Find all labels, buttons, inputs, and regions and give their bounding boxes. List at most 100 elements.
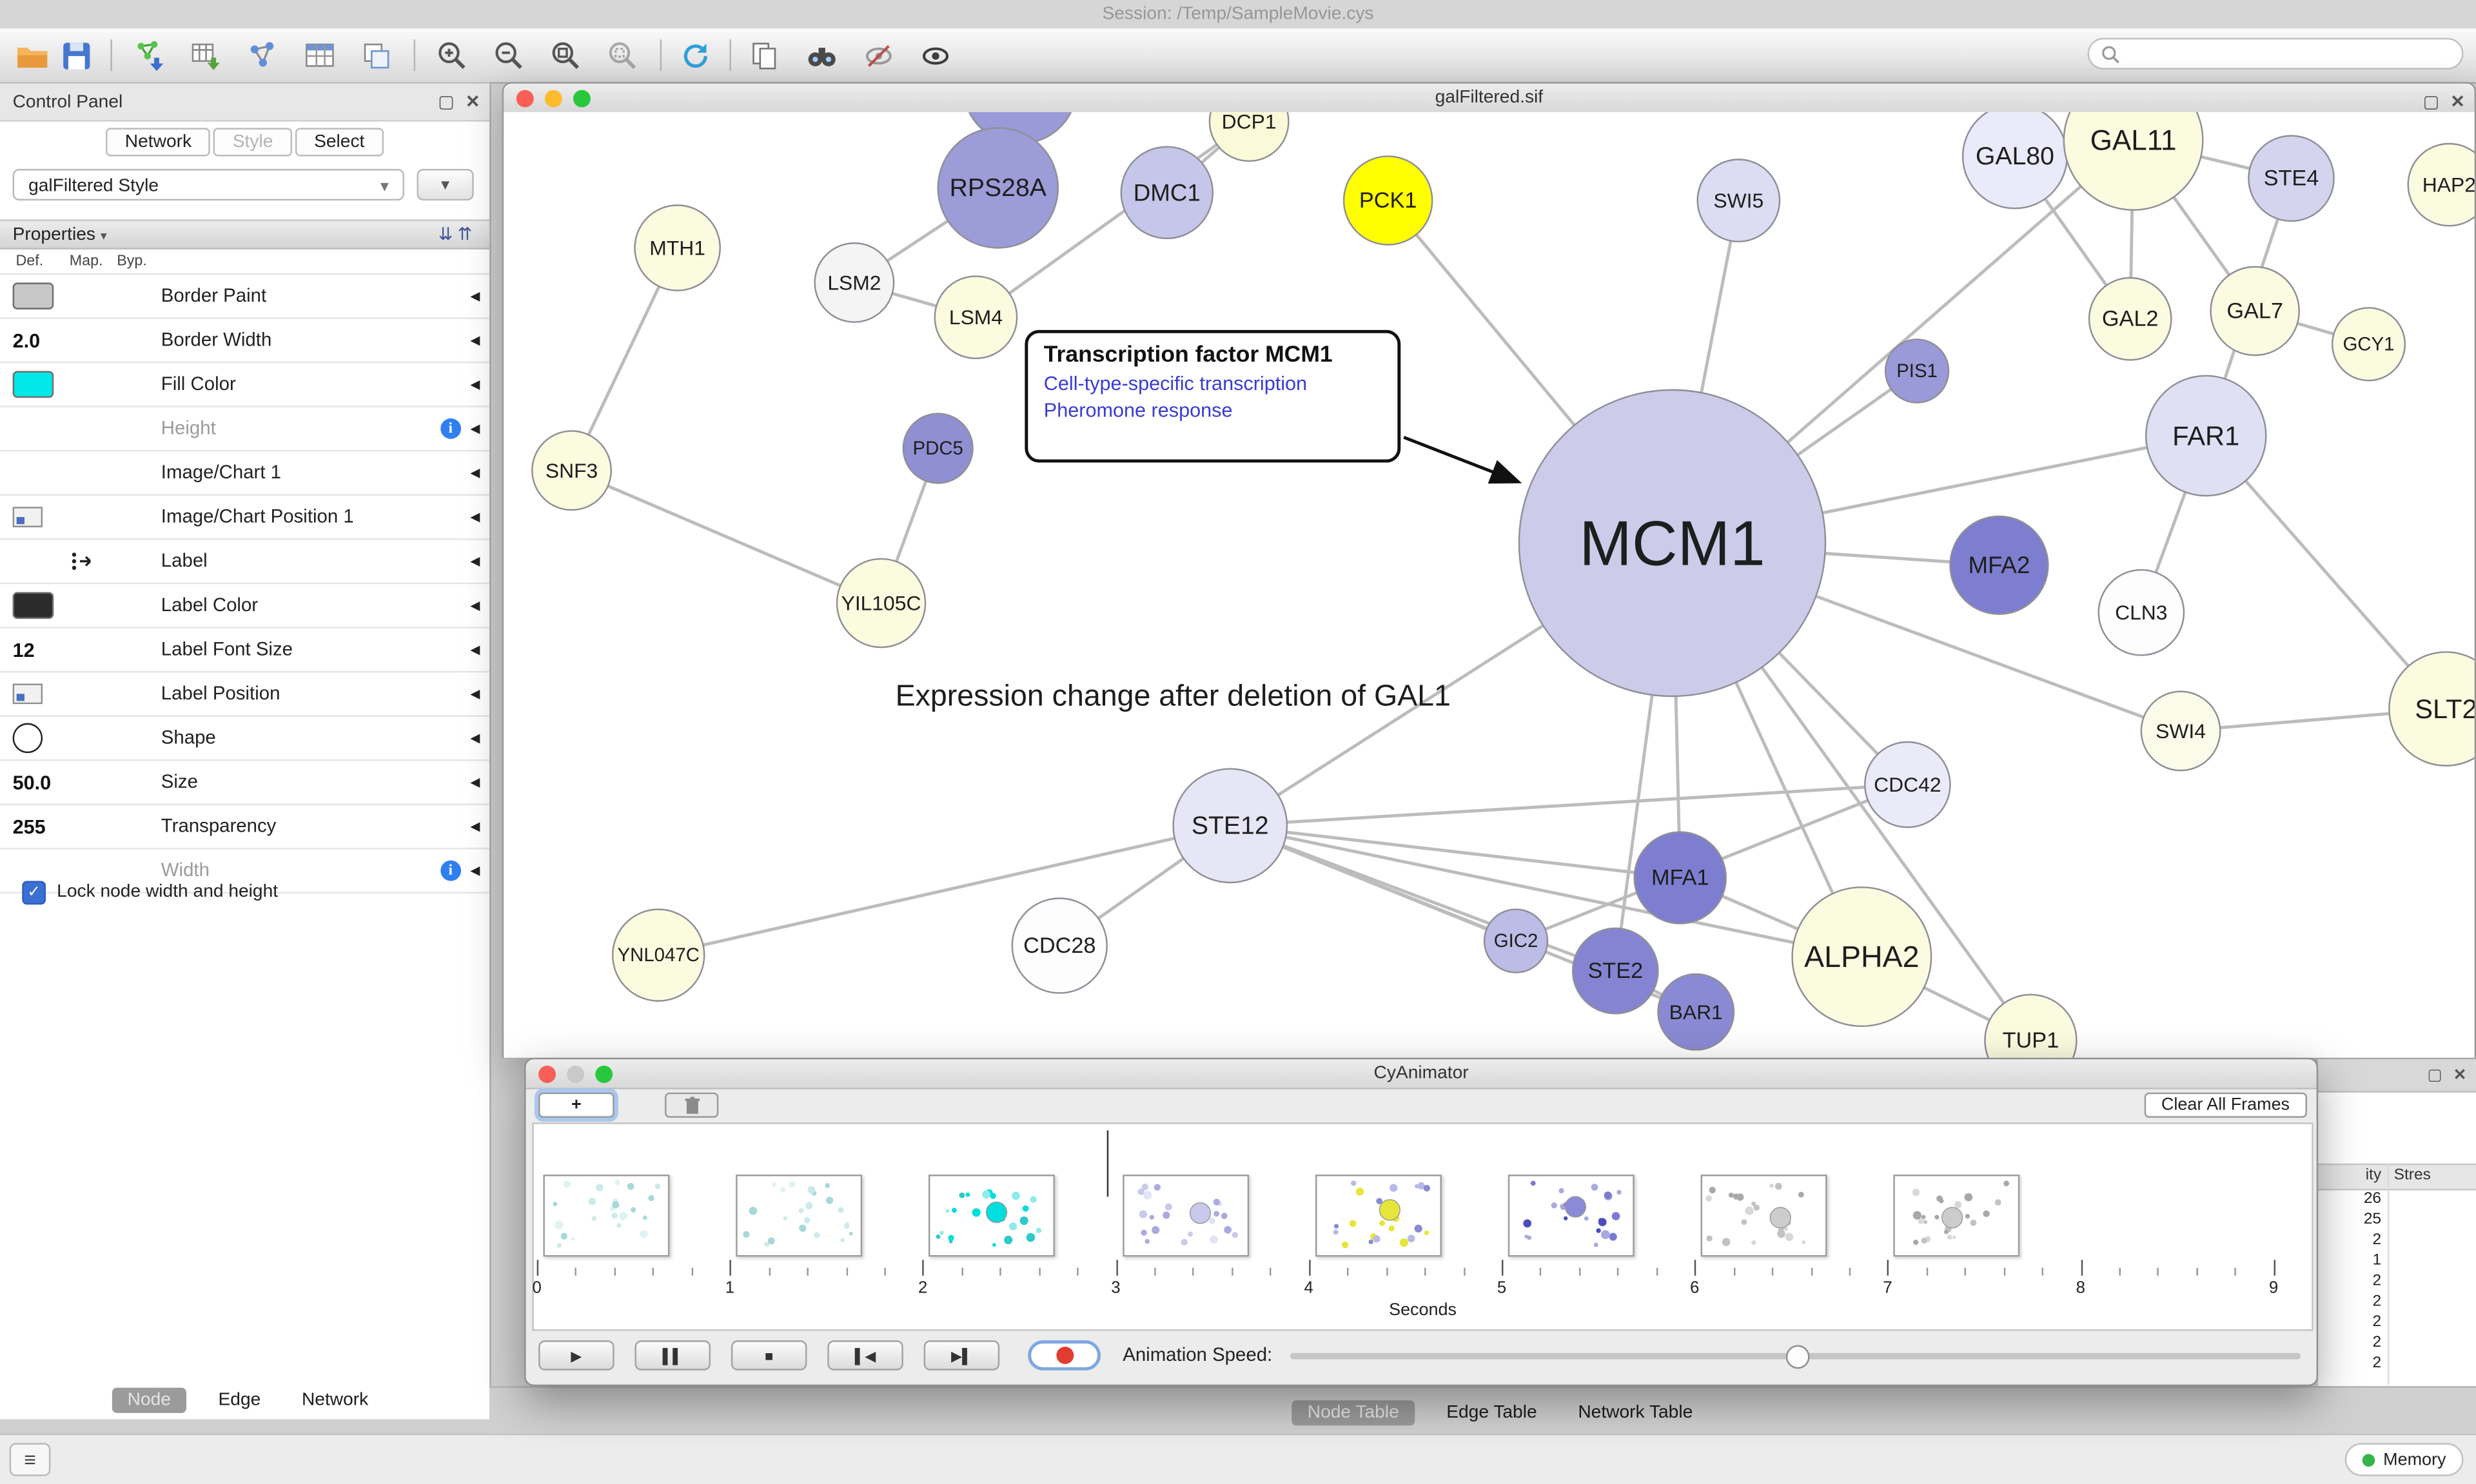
- expand-row-icon[interactable]: ◀: [470, 730, 480, 745]
- expand-row-icon[interactable]: ◀: [470, 333, 480, 347]
- expand-row-icon[interactable]: ◀: [470, 510, 480, 525]
- style-options-button[interactable]: ▼: [417, 169, 474, 201]
- network-node[interactable]: [1884, 338, 1950, 404]
- network-node[interactable]: [2248, 135, 2335, 222]
- table-cell-value[interactable]: 2: [2372, 1293, 2382, 1311]
- close-window-icon[interactable]: [516, 90, 534, 108]
- tab-edge[interactable]: Edge: [218, 1391, 261, 1410]
- table-cell-value[interactable]: 2: [2372, 1272, 2382, 1290]
- zoom-fit-icon[interactable]: [546, 36, 584, 74]
- refresh-icon[interactable]: [676, 36, 714, 74]
- expand-row-icon[interactable]: ◀: [470, 377, 480, 392]
- property-row[interactable]: Border Paint◀: [0, 275, 490, 319]
- frame-thumbnail[interactable]: [1701, 1175, 1827, 1257]
- network-node[interactable]: [836, 558, 927, 649]
- mapping-cell[interactable]: [70, 584, 111, 627]
- table-cell-value[interactable]: 26: [2363, 1190, 2382, 1208]
- tab-network-style[interactable]: Network: [301, 1391, 369, 1410]
- frame-thumbnail[interactable]: [736, 1175, 863, 1257]
- property-row[interactable]: Fill Color◀: [0, 363, 490, 407]
- network-node[interactable]: [937, 127, 1059, 249]
- mapping-cell[interactable]: [70, 319, 111, 362]
- network-node[interactable]: [2063, 112, 2204, 211]
- pause-button[interactable]: ▌▌: [634, 1340, 711, 1371]
- zoom-out-icon[interactable]: [489, 36, 527, 74]
- network-edge[interactable]: [658, 824, 1231, 957]
- new-network-icon[interactable]: [243, 36, 281, 74]
- frame-thumbnail[interactable]: [1122, 1175, 1249, 1257]
- expand-row-icon[interactable]: ◀: [470, 863, 480, 878]
- expand-row-icon[interactable]: ◀: [470, 598, 480, 613]
- network-edge[interactable]: [1230, 824, 1680, 880]
- mapping-cell[interactable]: [70, 496, 111, 538]
- table-cell-value[interactable]: 1: [2372, 1252, 2382, 1269]
- network-node[interactable]: [2331, 307, 2406, 382]
- expand-all-icon[interactable]: ⇈: [457, 226, 477, 245]
- default-value-cell[interactable]: 2.0: [12, 329, 41, 351]
- network-node[interactable]: [634, 204, 721, 291]
- network-node[interactable]: [1011, 897, 1108, 994]
- mapping-cell[interactable]: [70, 540, 111, 583]
- network-node[interactable]: [1483, 908, 1549, 973]
- network-node[interactable]: [2407, 142, 2475, 227]
- network-window-titlebar[interactable]: galFiltered.sif ▢✕: [504, 83, 2475, 114]
- default-value-cell[interactable]: [12, 672, 60, 715]
- expand-row-icon[interactable]: ◀: [470, 289, 480, 304]
- property-row[interactable]: Image/Chart 1◀: [0, 451, 490, 496]
- style-dropdown[interactable]: galFiltered Style▼: [12, 169, 404, 201]
- network-node[interactable]: [814, 242, 895, 323]
- frame-thumbnail[interactable]: [928, 1175, 1056, 1257]
- property-row[interactable]: Label Position◀: [0, 672, 490, 717]
- network-edge[interactable]: [1230, 783, 1908, 828]
- minimize-window-icon[interactable]: [544, 90, 562, 108]
- default-value-cell[interactable]: [12, 363, 60, 405]
- network-node[interactable]: [902, 413, 974, 484]
- float-panel-icon[interactable]: ▢: [438, 93, 455, 112]
- open-session-icon[interactable]: [13, 36, 51, 74]
- network-node[interactable]: [531, 430, 612, 511]
- property-row[interactable]: Label◀: [0, 540, 490, 585]
- previous-frame-button[interactable]: ▌◀: [827, 1340, 903, 1371]
- save-session-icon[interactable]: [57, 36, 95, 74]
- network-node[interactable]: [2098, 569, 2185, 656]
- import-table-file-icon[interactable]: [186, 36, 224, 74]
- mapping-cell[interactable]: [70, 451, 111, 494]
- frame-thumbnail[interactable]: [543, 1175, 670, 1257]
- network-node[interactable]: [2145, 375, 2267, 497]
- default-value-cell[interactable]: [13, 407, 60, 450]
- first-neighbors-icon[interactable]: [802, 36, 840, 74]
- tab-network-table[interactable]: Network Table: [1578, 1403, 1693, 1423]
- network-node[interactable]: [2388, 651, 2475, 766]
- table-cell-value[interactable]: 25: [2363, 1211, 2382, 1229]
- info-icon[interactable]: i: [440, 860, 461, 881]
- mapping-cell[interactable]: [70, 275, 111, 317]
- network-node[interactable]: [1172, 768, 1288, 884]
- collapse-all-icon[interactable]: ⇊: [438, 226, 458, 245]
- property-row[interactable]: Label Color◀: [0, 584, 490, 629]
- tab-edge-table[interactable]: Edge Table: [1446, 1403, 1537, 1423]
- network-node[interactable]: [1518, 389, 1827, 698]
- network-node[interactable]: [934, 275, 1018, 360]
- table-cell-value[interactable]: 2: [2372, 1231, 2382, 1249]
- network-node[interactable]: [2088, 277, 2172, 361]
- network-canvas[interactable]: RPS28BRPS28ADMC1DCP1PCK1SWI5GAL80GAL11ST…: [504, 112, 2475, 1058]
- info-icon[interactable]: i: [440, 418, 461, 439]
- expand-row-icon[interactable]: ◀: [470, 554, 480, 569]
- network-node[interactable]: [1633, 831, 1727, 924]
- close-table-panel-icon[interactable]: ✕: [2453, 1066, 2467, 1084]
- expand-row-icon[interactable]: ◀: [470, 465, 480, 480]
- copy-icon[interactable]: [745, 36, 783, 74]
- search-input[interactable]: [2087, 37, 2464, 70]
- properties-header[interactable]: Properties ▾ ⇊⇈: [0, 219, 490, 249]
- network-node[interactable]: [611, 908, 705, 1002]
- hide-selected-icon[interactable]: [859, 36, 897, 74]
- table-cell-value[interactable]: 2: [2372, 1354, 2382, 1372]
- float-table-panel-icon[interactable]: ▢: [2427, 1066, 2442, 1084]
- tab-style[interactable]: Style: [213, 128, 292, 157]
- close-panel-icon[interactable]: ✕: [465, 93, 480, 112]
- network-node[interactable]: [1949, 515, 2049, 615]
- slider-thumb[interactable]: [1785, 1345, 1810, 1369]
